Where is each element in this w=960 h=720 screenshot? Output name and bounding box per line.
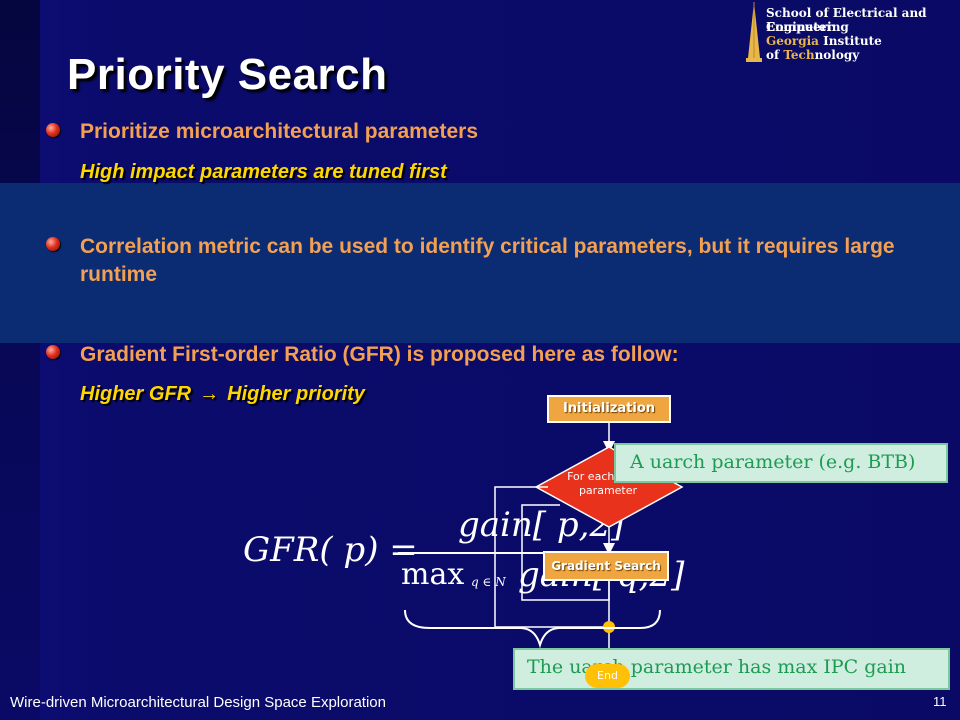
bullet-icon (46, 345, 60, 359)
slide-title: Priority Search (67, 50, 388, 99)
bullet-2-text: Correlation metric can be used to identi… (80, 235, 895, 286)
end-terminal: End (585, 664, 630, 688)
logo-text-line-4: of Technology (766, 48, 859, 62)
logo-nology: nology (814, 48, 860, 62)
bullet-3-subtext: Higher GFR → Higher priority (80, 381, 365, 407)
page-number: 11 (933, 694, 947, 709)
logo-text-line-1: School of Electrical and Computer (766, 6, 927, 34)
formula-denominator-subscript: q ∈ N (471, 575, 506, 589)
formula-denominator-max: max (401, 557, 465, 592)
fraction-bar (398, 552, 653, 554)
note-bottom: The uarch parameter has max IPC gain (513, 648, 950, 690)
logo-of: of (766, 48, 784, 62)
tech-tower-logo-icon (746, 2, 762, 62)
logo-institute: Institute (818, 34, 882, 48)
note-top: A uarch parameter (e.g. BTB) (614, 443, 948, 483)
logo-tech: Tech (783, 48, 815, 62)
right-arrow-icon: → (199, 383, 220, 405)
sub-left: Higher GFR (80, 383, 192, 405)
formula-lhs: GFR( p) = (243, 530, 418, 570)
logo-georgia: Georgia (766, 34, 819, 48)
footer-text: Wire-driven Microarchitectural Design Sp… (10, 694, 386, 711)
logo-text-line-3: Georgia Institute (766, 34, 882, 48)
logo-text-line-2: Engineering (766, 20, 849, 34)
bullet-icon (46, 123, 60, 137)
bullet-1-text: Prioritize microarchitectural parameters (80, 120, 478, 143)
left-gradient-strip (0, 0, 40, 720)
initialization-box: Initialization (547, 395, 671, 423)
bullet-3-text: Gradient First-order Ratio (GFR) is prop… (80, 343, 679, 366)
loop-label-line-2: parameter (578, 484, 638, 497)
bullet-1-subtext: High impact parameters are tuned first (80, 161, 447, 183)
sub-right: Higher priority (227, 383, 365, 405)
bullet-icon (46, 237, 60, 251)
highlight-band (0, 183, 960, 343)
gradient-search-box: Gradient Search (543, 551, 669, 581)
